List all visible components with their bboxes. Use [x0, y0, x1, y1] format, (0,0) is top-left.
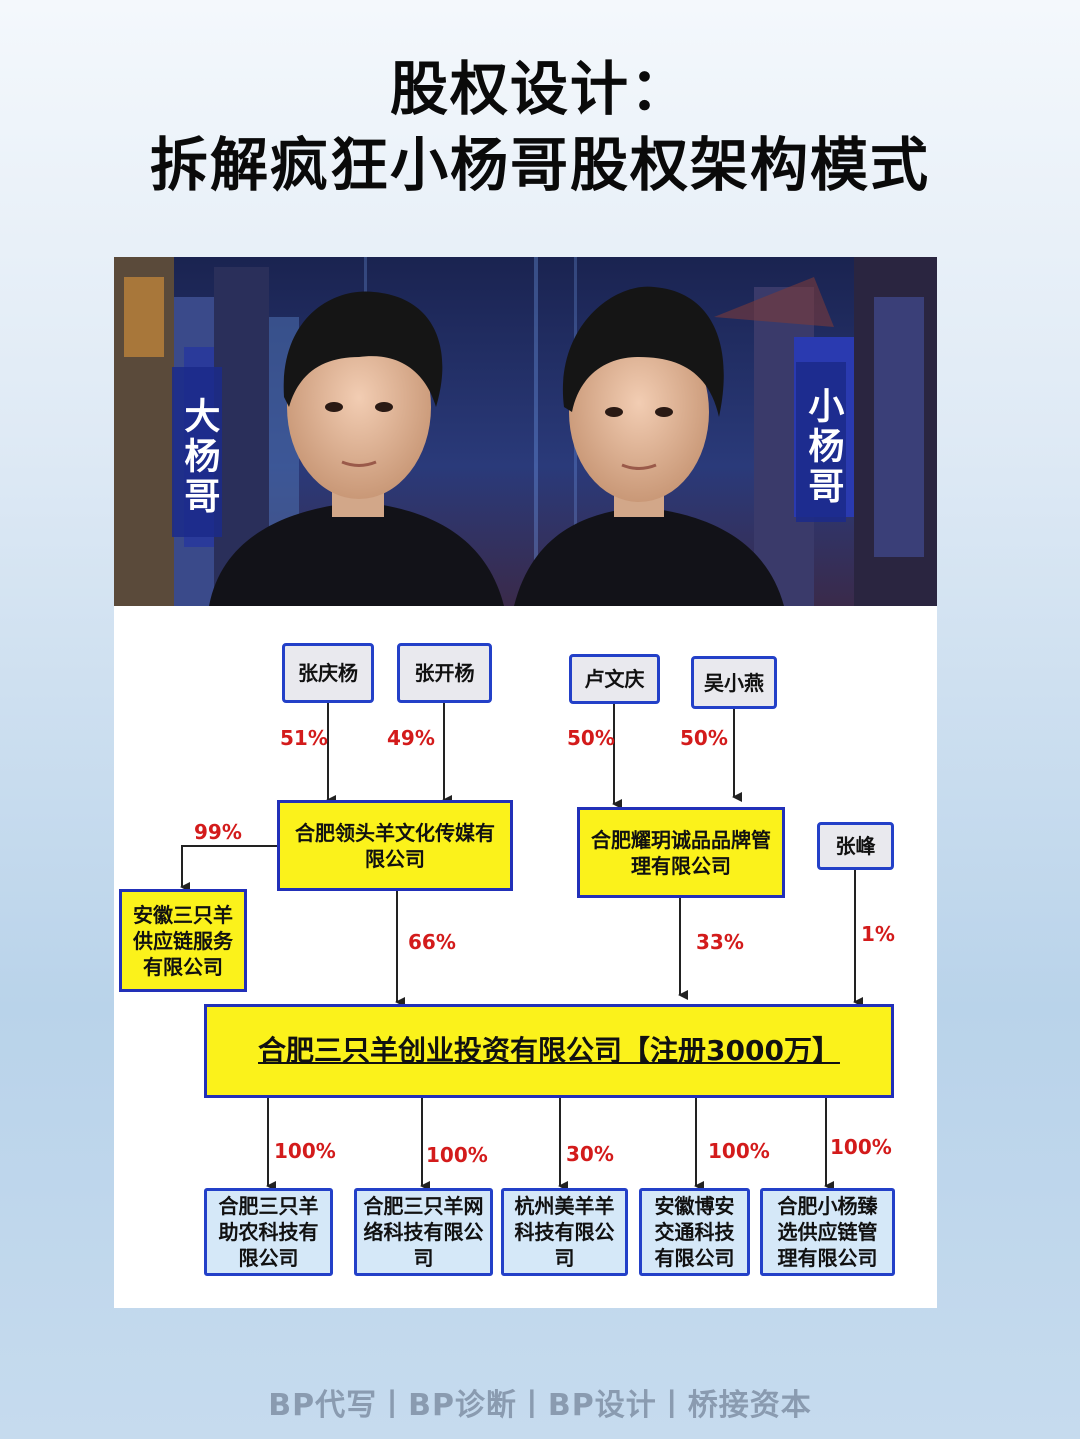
company-anhui-supply: 安徽三只羊供应链服务有限公司: [119, 889, 247, 992]
pct-label: 30%: [566, 1142, 614, 1166]
title-line-2: 拆解疯狂小杨哥股权架构模式: [149, 131, 930, 199]
pct-label: 1%: [861, 922, 895, 946]
banner-illustration: [114, 257, 937, 606]
subsidiary-box: 安徽博安交通科技有限公司: [639, 1188, 750, 1276]
shareholder-box: 张峰: [817, 822, 894, 870]
pct-label: 50%: [567, 726, 615, 750]
pct-label: 100%: [830, 1135, 892, 1159]
subsidiary-box: 合肥三只羊助农科技有限公司: [204, 1188, 333, 1276]
pct-label: 99%: [194, 820, 242, 844]
company-yaoyue: 合肥耀玥诚品品牌管理有限公司: [577, 807, 785, 898]
pct-label: 100%: [426, 1143, 488, 1167]
equity-chart: 张庆杨 张开杨 卢文庆 吴小燕 张峰 51% 49% 50% 50% 合肥领头羊…: [114, 606, 937, 1308]
pct-label: 100%: [274, 1139, 336, 1163]
main-company: 合肥三只羊创业投资有限公司【注册3000万】: [204, 1004, 894, 1098]
banner-photo: 大杨哥 小杨哥: [114, 257, 937, 606]
pct-label: 50%: [680, 726, 728, 750]
pct-label: 100%: [708, 1139, 770, 1163]
footer-tagline: BP代写丨BP诊断丨BP设计丨桥接资本: [268, 1388, 812, 1423]
pct-label: 49%: [387, 726, 435, 750]
subsidiary-box: 合肥三只羊网络科技有限公司: [354, 1188, 493, 1276]
title-line-1: 股权设计：: [389, 55, 690, 123]
shareholder-box: 吴小燕: [691, 656, 777, 709]
pct-label: 33%: [696, 930, 744, 954]
pct-label: 51%: [280, 726, 328, 750]
subsidiary-box: 合肥小杨臻选供应链管理有限公司: [760, 1188, 895, 1276]
shareholder-box: 张庆杨: [282, 643, 374, 703]
main-company-name: 合肥三只羊创业投资有限公司【注册3000万】: [258, 1033, 840, 1067]
company-lingtouyang: 合肥领头羊文化传媒有限公司: [277, 800, 513, 891]
shareholder-box: 卢文庆: [569, 654, 660, 704]
pct-label: 66%: [408, 930, 456, 954]
banner-label-right: 小杨哥: [802, 387, 844, 507]
banner-label-left: 大杨哥: [178, 397, 220, 517]
subsidiary-box: 杭州美羊羊科技有限公司: [501, 1188, 628, 1276]
connector-lines: [180, 703, 863, 1191]
shareholder-box: 张开杨: [397, 643, 492, 703]
